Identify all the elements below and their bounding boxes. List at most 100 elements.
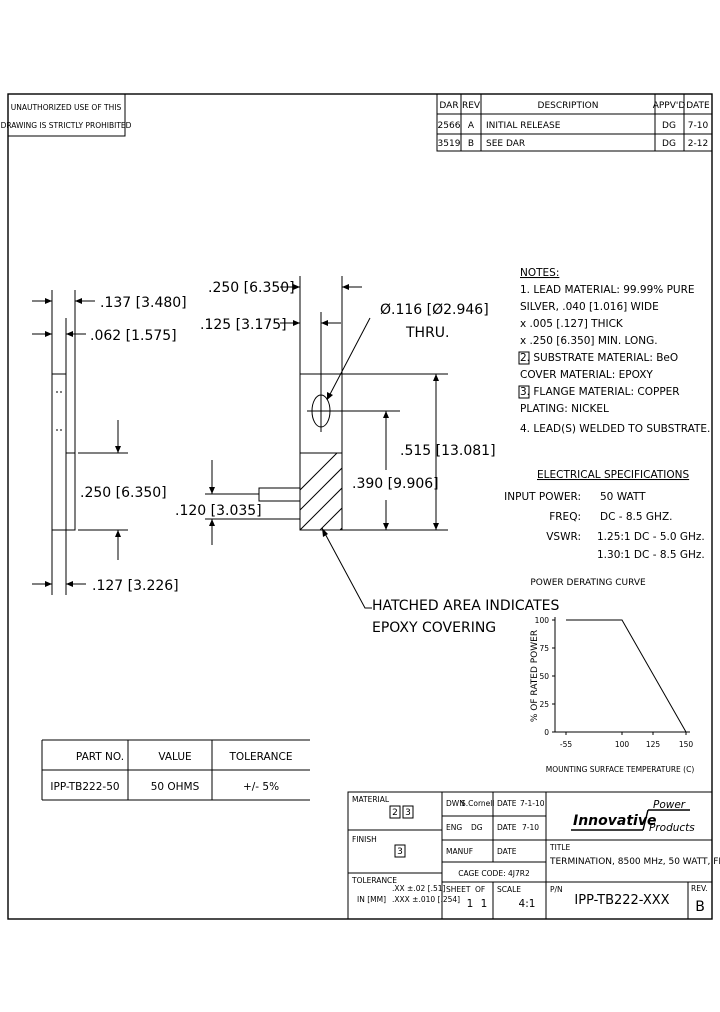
y-tick-label: 0 <box>544 728 549 737</box>
tolerance-line-1: .XX ±.02 [.51] <box>392 884 445 893</box>
warning-line-1: UNAUTHORIZED USE OF THIS <box>11 103 122 112</box>
eng-label: ENG <box>446 823 462 832</box>
rev-row-2-appvd: DG <box>662 139 676 149</box>
logo-power: Power <box>653 799 686 811</box>
dim-hole: Ø.116 [Ø2.946] <box>380 302 489 318</box>
electrical-specs: ELECTRICAL SPECIFICATIONS INPUT POWER: 5… <box>504 469 705 561</box>
x-tick-label: 150 <box>679 740 694 749</box>
parts-cell-part-no: IPP-TB222-50 <box>50 781 119 793</box>
rev-header-dar: DAR <box>439 101 458 111</box>
cage-code: CAGE CODE: 4J7R2 <box>458 869 530 878</box>
dim-515: .515 [13.081] <box>400 443 496 459</box>
parts-header-value: VALUE <box>158 751 191 763</box>
y-tick-label: 75 <box>539 644 549 653</box>
manuf-label: MANUF <box>446 847 473 856</box>
rev-row-1-dar: 2566 <box>438 121 461 131</box>
dim-125: .125 [3.175] <box>200 317 287 333</box>
dim-250-top: .250 [6.350] <box>208 280 295 296</box>
vswr-label: VSWR: <box>546 531 581 543</box>
notes-line-5: 2. SUBSTRATE MATERIAL: BeO <box>520 352 678 364</box>
sheet-label: SHEET <box>446 885 471 894</box>
tolerance-line-2: .XXX ±.010 [.254] <box>392 895 460 904</box>
part-number: IPP-TB222-XXX <box>574 893 669 908</box>
material-note-3: 3 <box>405 808 411 818</box>
rev-header-rev: REV <box>462 101 481 111</box>
rev-row-2-rev: B <box>468 139 474 149</box>
drawing-title: TERMINATION, 8500 MHz, 50 WATT, FLANGE <box>549 857 720 867</box>
x-tick-label: 100 <box>615 740 630 749</box>
parts-header-tolerance: TOLERANCE <box>228 751 292 763</box>
parts-cell-tolerance: +/- 5% <box>243 781 279 793</box>
material-label: MATERIAL <box>352 795 390 804</box>
dim-137: .137 [3.480] <box>100 295 187 311</box>
scale-value: 4:1 <box>519 898 536 910</box>
parts-table: PART NO. VALUE TOLERANCE IPP-TB222-50 50… <box>41 739 310 801</box>
power-derating-chart: POWER DERATING CURVE % OF RATED POWER MO… <box>530 578 694 774</box>
finish-note: 3 <box>397 847 403 857</box>
dwn-date: 7-1-10 <box>520 799 545 808</box>
dim-127: .127 [3.226] <box>92 578 179 594</box>
hole-thru-label: THRU. <box>405 325 450 341</box>
freq-label: FREQ: <box>549 511 581 523</box>
manuf-date-label: DATE <box>497 847 517 856</box>
electrical-title: ELECTRICAL SPECIFICATIONS <box>537 469 689 481</box>
epoxy-hatch <box>300 453 342 530</box>
x-tick-label: 125 <box>646 740 661 749</box>
y-tick-label: 50 <box>539 672 549 681</box>
eng-date: 7-10 <box>522 823 539 832</box>
y-tick-label: 25 <box>539 700 549 709</box>
input-power-value: 50 WATT <box>600 491 646 503</box>
notes-title: NOTES: <box>520 267 559 279</box>
dim-120: .120 [3.035] <box>175 503 262 519</box>
rev-row-1-rev: A <box>468 121 475 131</box>
y-tick-label: 100 <box>535 616 550 625</box>
hatched-note-line-2: EPOXY COVERING <box>372 620 496 636</box>
freq-value: DC - 8.5 GHZ. <box>600 511 672 523</box>
side-view: .137 [3.480] .062 [1.575] .250 [6.350] .… <box>32 290 187 595</box>
front-view: .250 [6.350] .125 [3.175] Ø.116 [Ø2.946]… <box>175 276 559 636</box>
notes-block: NOTES: 1. LEAD MATERIAL: 99.99% PURE SIL… <box>518 267 710 435</box>
rev-row-2-description: SEE DAR <box>486 139 525 149</box>
tolerance-label: TOLERANCE <box>351 876 397 885</box>
input-power-label: INPUT POWER: <box>504 491 581 503</box>
vswr-value-2: 1.30:1 DC - 8.5 GHz. <box>597 549 705 561</box>
company-logo: Power Innovative Products <box>571 799 695 834</box>
of-label: OF <box>475 885 485 894</box>
notes-line-9: 4. LEAD(S) WELDED TO SUBSTRATE. <box>520 423 710 435</box>
revision-table: DAR REV DESCRIPTION APPV'D DATE 2566 A I… <box>436 93 713 152</box>
finish-label: FINISH <box>352 835 377 844</box>
hatched-note-line-1: HATCHED AREA INDICATES <box>372 598 559 614</box>
flange-side-outline <box>51 373 67 531</box>
notes-line-4: x .250 [6.350] MIN. LONG. <box>520 335 658 347</box>
dwn-date-label: DATE <box>497 799 517 808</box>
material-note-2: 2 <box>392 808 398 818</box>
rev-value: B <box>695 899 705 915</box>
rev-header-date: DATE <box>686 101 710 111</box>
sheet-number: 1 <box>467 898 474 910</box>
logo-products: Products <box>649 822 695 834</box>
notes-line-7: 3. FLANGE MATERIAL: COPPER <box>520 386 680 398</box>
parts-cell-value: 50 OHMS <box>151 781 200 793</box>
tolerance-units: IN [MM] <box>357 895 386 904</box>
warning-box: UNAUTHORIZED USE OF THIS DRAWING IS STRI… <box>1 93 132 137</box>
lead-outline <box>258 487 301 502</box>
rev-row-1-description: INITIAL RELEASE <box>486 121 561 131</box>
rev-row-2-date: 2-12 <box>688 139 708 149</box>
chart-xlabel: MOUNTING SURFACE TEMPERATURE (C) <box>546 765 695 774</box>
scale-label: SCALE <box>497 885 521 894</box>
notes-line-8: PLATING: NICKEL <box>520 403 609 415</box>
dim-062: .062 [1.575] <box>90 328 177 344</box>
rev-row-1-appvd: DG <box>662 121 676 131</box>
dim-250-side: .250 [6.350] <box>80 485 167 501</box>
rev-row-1-date: 7-10 <box>688 121 709 131</box>
title-block: MATERIAL 2 3 FINISH 3 TOLERANCE IN [MM] … <box>347 791 720 920</box>
title-label: TITLE <box>549 843 571 852</box>
x-tick-label: -55 <box>560 740 572 749</box>
eng-value: DG <box>471 823 483 832</box>
dim-390: .390 [9.906] <box>352 476 439 492</box>
notes-line-6: COVER MATERIAL: EPOXY <box>520 369 653 381</box>
parts-header-part-no: PART NO. <box>76 751 124 763</box>
vswr-value-1: 1.25:1 DC - 5.0 GHz. <box>597 531 705 543</box>
warning-line-2: DRAWING IS STRICTLY PROHIBITED <box>1 121 132 130</box>
